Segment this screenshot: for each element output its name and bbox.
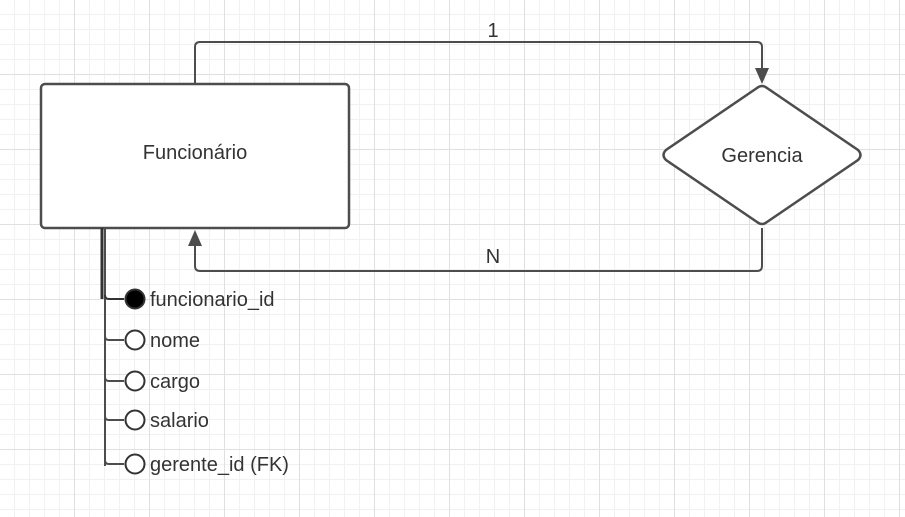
cardinality-bottom-label: N xyxy=(486,246,500,268)
attribute-marker[interactable] xyxy=(124,453,146,475)
relationship-diamond[interactable] xyxy=(662,84,862,226)
attribute-label: gerente_id (FK) xyxy=(150,454,289,476)
attribute-connector xyxy=(104,335,124,341)
attribute-key-marker[interactable] xyxy=(124,288,146,310)
attribute-marker[interactable] xyxy=(124,329,146,351)
attribute-connector xyxy=(104,294,124,300)
attribute-label: nome xyxy=(150,330,200,352)
relationship-label: Gerencia xyxy=(721,145,803,167)
connector-top xyxy=(194,41,763,84)
attribute-connector xyxy=(104,459,124,465)
entity-label: Funcionário xyxy=(143,142,248,164)
attribute-marker[interactable] xyxy=(124,370,146,392)
entity-box[interactable] xyxy=(39,82,351,230)
attribute-label: salario xyxy=(150,410,209,432)
attribute-label: funcionario_id xyxy=(150,289,275,311)
attribute-connector xyxy=(104,415,124,421)
connector-bottom xyxy=(194,228,763,272)
arrowhead-bottom xyxy=(188,230,202,246)
attribute-marker[interactable] xyxy=(124,409,146,431)
cardinality-top-label: 1 xyxy=(487,20,498,42)
arrowhead-top xyxy=(755,68,769,84)
attribute-label: cargo xyxy=(150,371,200,393)
attribute-connector xyxy=(104,376,124,382)
